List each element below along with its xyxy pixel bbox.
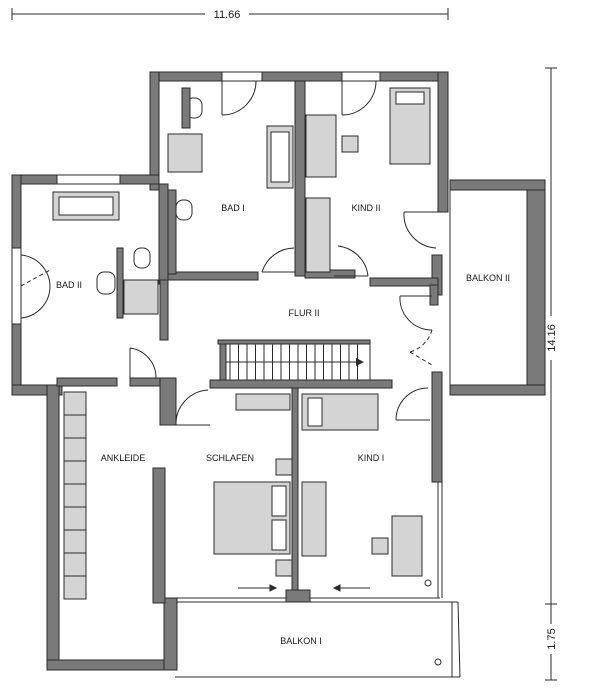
exterior-walls: [11, 71, 546, 671]
room-label-ankleide: ANKLEIDE: [101, 453, 146, 463]
closet-shelf: [63, 414, 87, 439]
dimension-right: [545, 67, 557, 681]
closet-shelf: [63, 529, 87, 554]
room-label-balkon-1: BALKON I: [280, 636, 322, 646]
dimension-height-balcony-label: 1.75: [546, 628, 558, 649]
doors: [20, 80, 438, 426]
sideboard-schlafen: [235, 393, 291, 411]
room-label-balkon-2: BALKON II: [466, 273, 510, 283]
toilet-bad-2: [133, 247, 151, 269]
washbasin-bad-2: [96, 271, 116, 295]
desk-kind-2: [305, 197, 331, 273]
dimension-height-main-label: 14.16: [546, 324, 558, 352]
closet-shelf: [63, 552, 87, 577]
shelf-kind-1: [301, 481, 327, 557]
chair-kind-1: [371, 537, 389, 555]
fixtures: [424, 579, 442, 666]
nightstand-bottom: [275, 559, 293, 577]
closet-shelf: [63, 460, 87, 485]
shower-bad-2: [123, 279, 159, 315]
room-label-bad-1: BAD I: [221, 203, 245, 213]
desk-kind-1: [391, 515, 423, 577]
closet-shelf: [63, 575, 87, 600]
room-label-bad-2: BAD II: [56, 280, 82, 290]
dimension-width-label: 11.66: [214, 9, 241, 21]
closet-shelf: [63, 483, 87, 508]
closet-shelf: [63, 391, 87, 416]
room-label-schlafen: SCHLAFEN: [206, 453, 254, 463]
nightstand-top: [275, 458, 293, 476]
sliding-door-arrows: [238, 584, 370, 592]
shower-tray: [167, 133, 203, 173]
interior-walls: [56, 80, 439, 591]
closet-shelf: [63, 437, 87, 462]
room-label-flur-2: FLUR II: [288, 308, 319, 318]
room-label-kind-2: KIND II: [351, 203, 380, 213]
closet-shelf: [63, 506, 87, 531]
wardrobe-kind-2: [305, 114, 337, 178]
washbasin-bad-1: [175, 199, 193, 221]
chair-kind-2: [341, 135, 359, 153]
room-label-kind-1: KIND I: [358, 453, 385, 463]
furniture: [52, 87, 431, 600]
staircase: [219, 343, 371, 381]
balcony-1-outline: [175, 601, 461, 678]
